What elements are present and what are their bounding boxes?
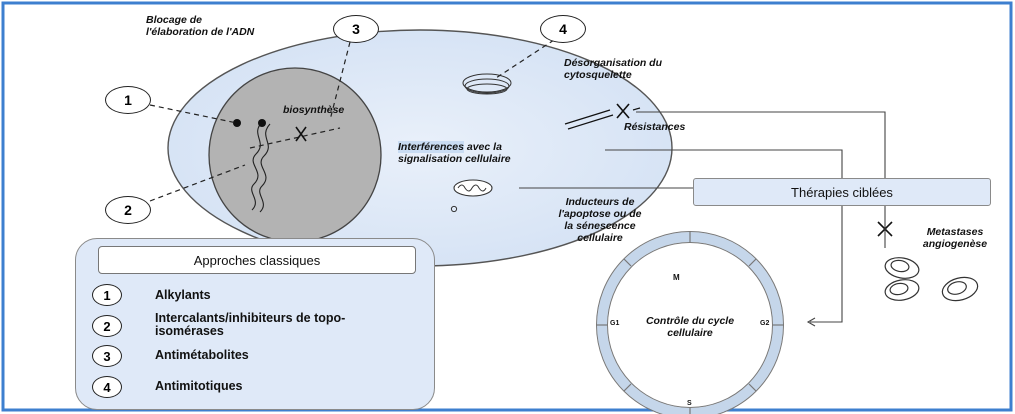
small-vesicle — [450, 205, 458, 213]
resistance-strokes — [564, 107, 641, 130]
callout-4: 4 — [540, 15, 586, 43]
callout-3: 3 — [333, 15, 379, 43]
label-controle-1: Contrôle du cycle — [645, 315, 735, 327]
callout-lines — [149, 39, 555, 202]
legend-label-2: Intercalants/inhibiteurs de topo-isoméra… — [155, 311, 346, 338]
mitochondrion — [453, 179, 493, 197]
phase-s: S — [687, 400, 692, 407]
label-apoptose-4: cellulaire — [577, 232, 623, 244]
label-metastases-2: angiogenèse — [922, 238, 988, 250]
label-apoptose-3: la sénescence — [564, 220, 636, 232]
therapy-connectors — [519, 111, 886, 327]
cell-cycle-ring-inner — [607, 242, 773, 408]
legend-label-3: Antimétabolites — [155, 348, 249, 362]
legend-num-3: 3 — [92, 345, 122, 367]
legend-label-4: Antimitotiques — [155, 379, 243, 393]
label-adn-2: l'élaboration de l'ADN — [146, 26, 255, 38]
callout-2: 2 — [105, 196, 151, 224]
metastatic-cells — [884, 257, 979, 302]
legend-label-1: Alkylants — [155, 288, 211, 302]
nucleus — [208, 67, 382, 243]
label-resistances: Résistances — [624, 121, 686, 133]
phase-g2: G2 — [760, 320, 770, 327]
cytoskeleton-coil — [462, 73, 512, 95]
label-interferences: Interférences avec la — [398, 141, 502, 153]
dna-lesion-dot-right — [258, 119, 266, 127]
label-interferences-rest: avec la — [463, 141, 502, 153]
legend-num-1: 1 — [92, 284, 122, 306]
phase-m: M — [673, 273, 680, 282]
label-controle-2: cellulaire — [667, 327, 713, 339]
label-interferences-highlight: Interférences — [398, 141, 464, 153]
legend-num-2: 2 — [92, 315, 122, 337]
label-signalisation: signalisation cellulaire — [398, 153, 511, 165]
dna-lesion-dot-left — [233, 119, 241, 127]
label-cyto-1: Désorganisation du — [564, 57, 663, 69]
dna-helix — [251, 121, 271, 213]
label-apoptose-1: Inducteurs de — [565, 196, 635, 208]
label-metastases-1: Metastases — [926, 226, 984, 238]
label-adn-1: Blocage de — [146, 14, 203, 26]
callout-1: 1 — [105, 86, 151, 114]
label-apoptose-2: l'apoptose ou de — [558, 208, 642, 220]
therapies-box: Thérapies ciblées — [693, 178, 991, 206]
phase-g1: G1 — [610, 320, 620, 327]
label-cyto-2: cytosquelette — [564, 69, 632, 81]
legend-title: Approches classiques — [98, 246, 416, 274]
legend-num-4: 4 — [92, 376, 122, 398]
label-biosynthese: biosynthèse — [283, 104, 345, 116]
